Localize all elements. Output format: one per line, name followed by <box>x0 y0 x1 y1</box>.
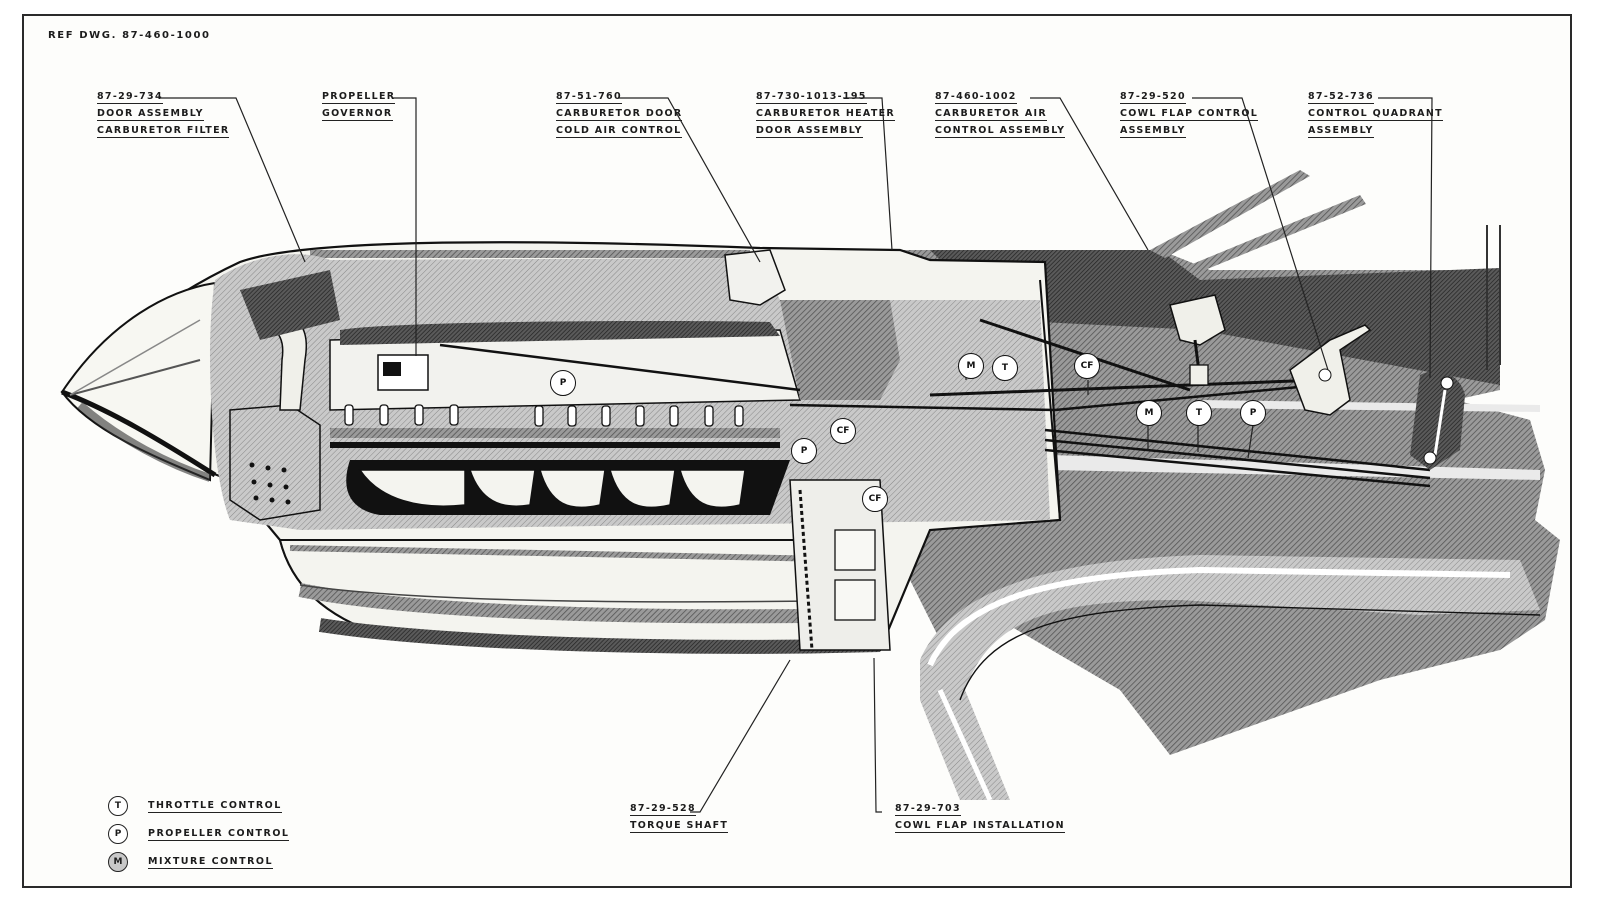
reference-drawing-number: REF DWG. 87-460-1000 <box>48 30 211 41</box>
control-linkages <box>439 318 1431 488</box>
part-name-line-1: COWL FLAP INSTALLATION <box>895 820 1065 833</box>
callout-torque-shaft: 87-29-528 TORQUE SHAFT <box>630 802 729 836</box>
bubble-cowl-flap: CF <box>830 418 856 444</box>
legend-symbol: T <box>108 796 128 816</box>
bubble-throttle-control: T <box>1186 400 1212 426</box>
leader-lines <box>160 97 1433 813</box>
part-name-line-2: GOVERNOR <box>322 108 393 121</box>
legend-label: PROPELLER CONTROL <box>148 828 290 841</box>
legend-item-mixture: M MIXTURE CONTROL <box>108 848 289 876</box>
part-name-line-2: CARBURETOR FILTER <box>97 125 230 138</box>
part-number: 87-51-760 <box>556 91 622 104</box>
part-name-line-1: CARBURETOR HEATER <box>756 108 896 121</box>
callout-propeller-governor: PROPELLER GOVERNOR <box>322 90 396 124</box>
bubble-mixture-control: M <box>1136 400 1162 426</box>
part-number: 87-29-520 <box>1120 91 1186 104</box>
cowl-flap-control-lever <box>1169 294 1226 386</box>
callout-cowl-flap-installation: 87-29-703 COWL FLAP INSTALLATION <box>895 802 1065 836</box>
part-number: 87-52-736 <box>1308 91 1374 104</box>
part-name-line-2: DOOR ASSEMBLY <box>756 125 863 138</box>
legend: T THROTTLE CONTROL P PROPELLER CONTROL M… <box>108 792 290 876</box>
bubble-propeller-control: P <box>791 438 817 464</box>
part-number: 87-730-1013-195 <box>756 91 867 104</box>
engine-block <box>210 249 1061 651</box>
bubble-mixture-control: M <box>958 353 984 379</box>
bubble-throttle-control: T <box>992 355 1018 381</box>
part-name-line-2: ASSEMBLY <box>1120 125 1186 138</box>
callout-carburetor-heater-door-assembly: 87-730-1013-195 CARBURETOR HEATER DOOR A… <box>756 90 896 141</box>
part-number: 87-29-703 <box>895 803 961 816</box>
legend-symbol: P <box>108 824 128 844</box>
part-name-line-1: CARBURETOR DOOR <box>556 108 683 121</box>
callout-control-quadrant-assembly: 87-52-736 CONTROL QUADRANT ASSEMBLY <box>1308 90 1443 141</box>
part-number: 87-29-734 <box>97 91 163 104</box>
legend-label: THROTTLE CONTROL <box>148 800 282 813</box>
wing-root-fairing <box>920 555 1541 802</box>
part-name-line-2: COLD AIR CONTROL <box>556 125 682 138</box>
windshield-frame <box>1150 170 1501 370</box>
bubble-cowl-flap: CF <box>862 486 888 512</box>
part-name-line-1: TORQUE SHAFT <box>630 820 729 833</box>
part-number: 87-460-1002 <box>935 91 1017 104</box>
callout-carburetor-door-cold-air-control: 87-51-760 CARBURETOR DOOR COLD AIR CONTR… <box>556 90 683 141</box>
part-name-line-1: CARBURETOR AIR <box>935 108 1047 121</box>
legend-symbol: M <box>108 852 128 872</box>
part-name-line-2: CONTROL ASSEMBLY <box>935 125 1066 138</box>
legend-item-propeller: P PROPELLER CONTROL <box>108 820 290 848</box>
callout-door-assembly-carburetor-filter: 87-29-734 DOOR ASSEMBLY CARBURETOR FILTE… <box>97 90 230 141</box>
part-name-line-1: PROPELLER <box>322 91 396 104</box>
part-name-line-2: ASSEMBLY <box>1308 125 1374 138</box>
crankcase-lobes <box>358 469 746 509</box>
callout-carburetor-air-control-assembly: 87-460-1002 CARBURETOR AIR CONTROL ASSEM… <box>935 90 1066 141</box>
bubble-propeller-control: P <box>1240 400 1266 426</box>
cowl-flap-crank-handle <box>1289 324 1372 416</box>
bubble-propeller-control: P <box>550 370 576 396</box>
part-name-line-1: CONTROL QUADRANT <box>1308 108 1443 121</box>
legend-item-throttle: T THROTTLE CONTROL <box>108 792 289 820</box>
bubble-cowl-flap: CF <box>1074 353 1100 379</box>
control-quadrant <box>1410 371 1465 470</box>
callout-cowl-flap-control-assembly: 87-29-520 COWL FLAP CONTROL ASSEMBLY <box>1120 90 1259 141</box>
legend-label: MIXTURE CONTROL <box>148 856 274 869</box>
exhaust-stubs <box>344 404 744 427</box>
part-name-line-1: DOOR ASSEMBLY <box>97 108 204 121</box>
part-number: 87-29-528 <box>630 803 696 816</box>
gearbox-holes <box>249 462 291 505</box>
part-name-line-1: COWL FLAP CONTROL <box>1120 108 1259 121</box>
